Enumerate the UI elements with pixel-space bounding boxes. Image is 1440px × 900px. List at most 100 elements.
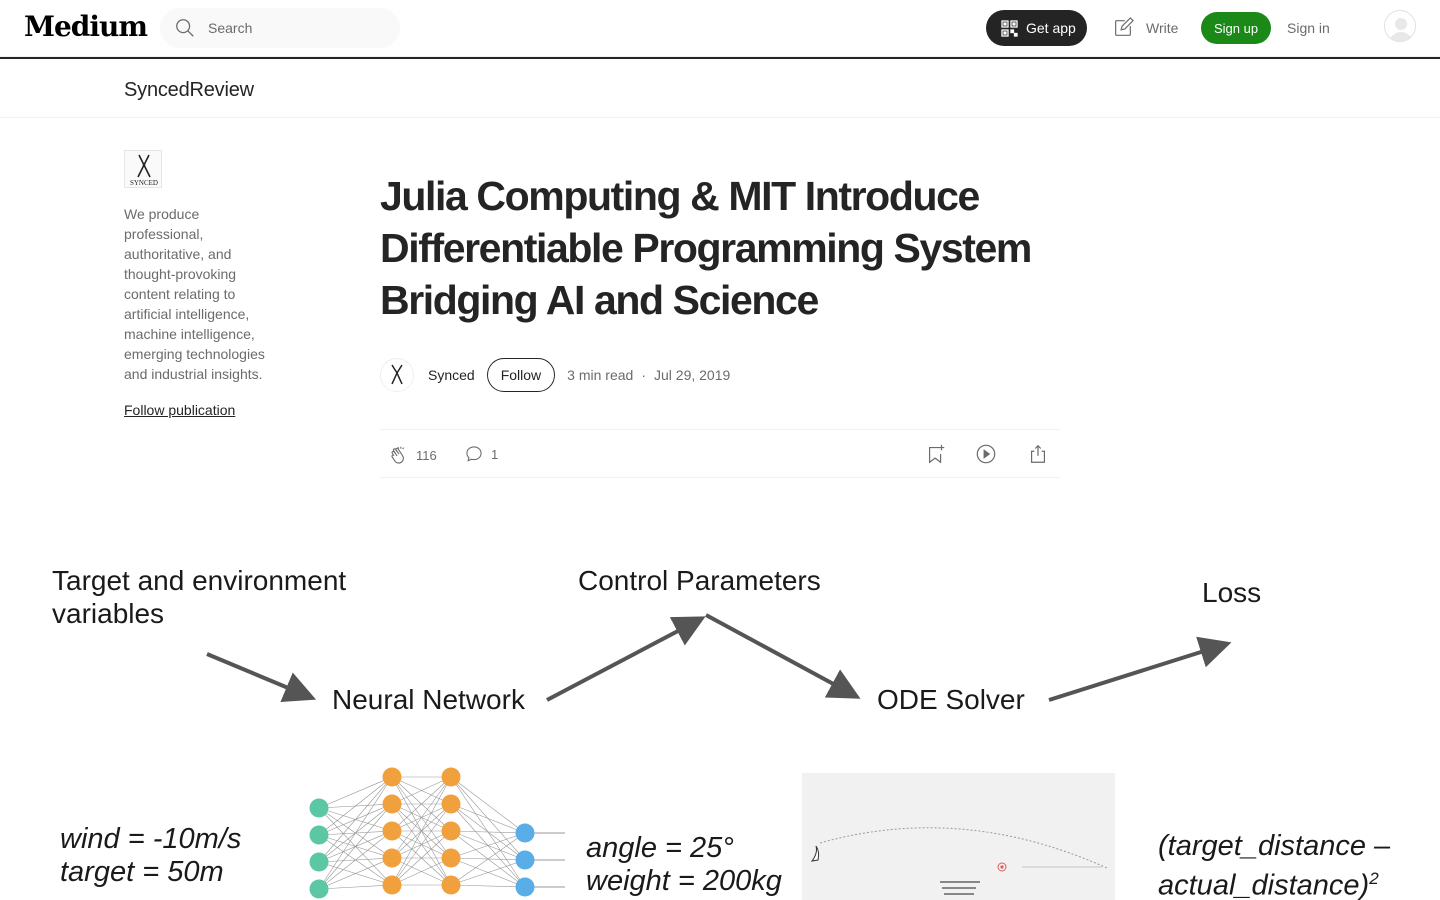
loss-formula-base: actual_distance) xyxy=(1158,869,1370,900)
share-icon[interactable] xyxy=(1027,443,1049,465)
nn-edge xyxy=(450,832,526,886)
article-meta: 3 min read · Jul 29, 2019 xyxy=(567,367,730,383)
signup-button[interactable]: Sign up xyxy=(1201,12,1271,44)
write-icon xyxy=(1115,17,1134,36)
nn-edge xyxy=(318,776,393,890)
nn-edge xyxy=(391,803,452,886)
wind-value: wind = -10m/s xyxy=(60,823,242,855)
nn-node xyxy=(515,877,535,897)
nn-edge xyxy=(318,776,393,863)
follow-author-button[interactable]: Follow xyxy=(486,358,556,392)
clap-count: 116 xyxy=(416,447,437,463)
comment-icon xyxy=(466,446,482,462)
nn-node xyxy=(309,825,329,845)
nn-edge xyxy=(318,857,393,890)
arrow-inputs-to-network xyxy=(206,652,317,703)
publish-date: Jul 29, 2019 xyxy=(654,367,731,383)
nn-node xyxy=(441,875,461,895)
user-avatar[interactable] xyxy=(1384,10,1416,42)
nn-edge xyxy=(450,803,526,834)
synced-author-icon xyxy=(391,364,403,385)
nn-node xyxy=(515,850,535,870)
nn-edge xyxy=(318,884,393,890)
author-avatar[interactable] xyxy=(380,358,414,392)
clap-icon xyxy=(391,446,405,464)
ode-simulation-panel xyxy=(802,773,1115,900)
publication-name[interactable]: SyncedReview xyxy=(124,79,254,101)
search-icon xyxy=(176,19,194,37)
arrow-solver-to-loss xyxy=(1048,636,1232,702)
article-action-bar: 116 1 xyxy=(380,429,1060,478)
search-box[interactable] xyxy=(160,8,400,48)
nn-node xyxy=(309,879,329,899)
nn-node xyxy=(382,821,402,841)
nn-edge xyxy=(450,832,526,859)
signin-link[interactable]: Sign in xyxy=(1287,20,1330,36)
nn-node xyxy=(441,821,461,841)
user-placeholder-icon xyxy=(1389,18,1413,41)
arrow-network-to-params xyxy=(546,616,706,702)
article-title: Julia Computing & MIT Introduce Differen… xyxy=(380,173,1032,323)
figure-inputs-label: Target and environment variables xyxy=(52,565,347,629)
nn-node xyxy=(441,767,461,787)
figure-control-parameters-label: Control Parameters xyxy=(578,565,821,596)
neural-network-diagram xyxy=(309,767,565,899)
nn-edge xyxy=(391,776,452,805)
write-button[interactable]: Write xyxy=(1112,17,1178,39)
publication-description: We produce professional, authoritative, … xyxy=(124,206,265,382)
nn-edge xyxy=(450,859,526,886)
responses-button[interactable]: 1 xyxy=(464,444,498,464)
loss-formula-exponent: 2 xyxy=(1369,869,1379,888)
nn-edge xyxy=(391,857,452,886)
nn-node xyxy=(382,875,402,895)
get-app-button[interactable]: Get app xyxy=(986,10,1087,46)
nn-edge xyxy=(450,884,526,888)
medium-logo[interactable]: Medium xyxy=(24,10,148,43)
nn-node xyxy=(441,848,461,868)
synced-logo-icon: SYNCED xyxy=(130,154,158,187)
publication-logo-text: SYNCED xyxy=(130,179,158,187)
listen-play-icon[interactable] xyxy=(975,443,997,465)
publication-logo[interactable]: SYNCED xyxy=(124,150,162,188)
loss-formula-line2: actual_distance)2 xyxy=(1158,862,1379,900)
nn-edge xyxy=(318,830,393,890)
trajectory-plot xyxy=(810,827,1108,895)
nn-edge xyxy=(450,776,526,834)
nn-edge xyxy=(318,803,393,890)
nn-node xyxy=(441,794,461,814)
get-app-label: Get app xyxy=(1026,20,1076,36)
search-input[interactable] xyxy=(208,20,388,36)
nn-edge xyxy=(391,776,452,859)
nn-edge xyxy=(318,776,393,836)
header-divider xyxy=(0,57,1440,59)
nn-node xyxy=(382,794,402,814)
target-value: target = 50m xyxy=(60,856,224,888)
figure-neural-network-label: Neural Network xyxy=(332,684,525,715)
figure-ode-solver-label: ODE Solver xyxy=(877,684,1025,715)
nn-node xyxy=(382,767,402,787)
flow-arrows xyxy=(206,613,1232,703)
article-figure: Target and environment variables Control… xyxy=(0,530,1440,900)
meta-separator: · xyxy=(641,367,646,383)
nn-node xyxy=(309,852,329,872)
figure-loss-label: Loss xyxy=(1202,577,1262,608)
arrow-params-to-solver xyxy=(705,613,861,699)
nn-edge xyxy=(450,830,526,834)
publication-bar: SyncedReview xyxy=(0,59,1440,118)
response-count: 1 xyxy=(491,446,499,462)
follow-publication-link[interactable]: Follow publication xyxy=(124,402,236,418)
qr-code-icon xyxy=(1001,19,1018,37)
author-row: Synced Follow 3 min read · Jul 29, 2019 xyxy=(380,358,730,392)
author-name[interactable]: Synced xyxy=(428,367,475,383)
bookmark-add-icon[interactable] xyxy=(925,443,947,465)
nn-node xyxy=(382,848,402,868)
clap-button[interactable]: 116 xyxy=(388,444,437,466)
nn-edge xyxy=(391,776,452,832)
nn-edge xyxy=(391,830,452,886)
nn-edge xyxy=(391,776,452,886)
angle-value: angle = 25° xyxy=(586,832,734,864)
nn-edge xyxy=(318,776,393,809)
read-time: 3 min read xyxy=(567,367,634,383)
write-label: Write xyxy=(1146,20,1179,36)
nn-node xyxy=(309,798,329,818)
